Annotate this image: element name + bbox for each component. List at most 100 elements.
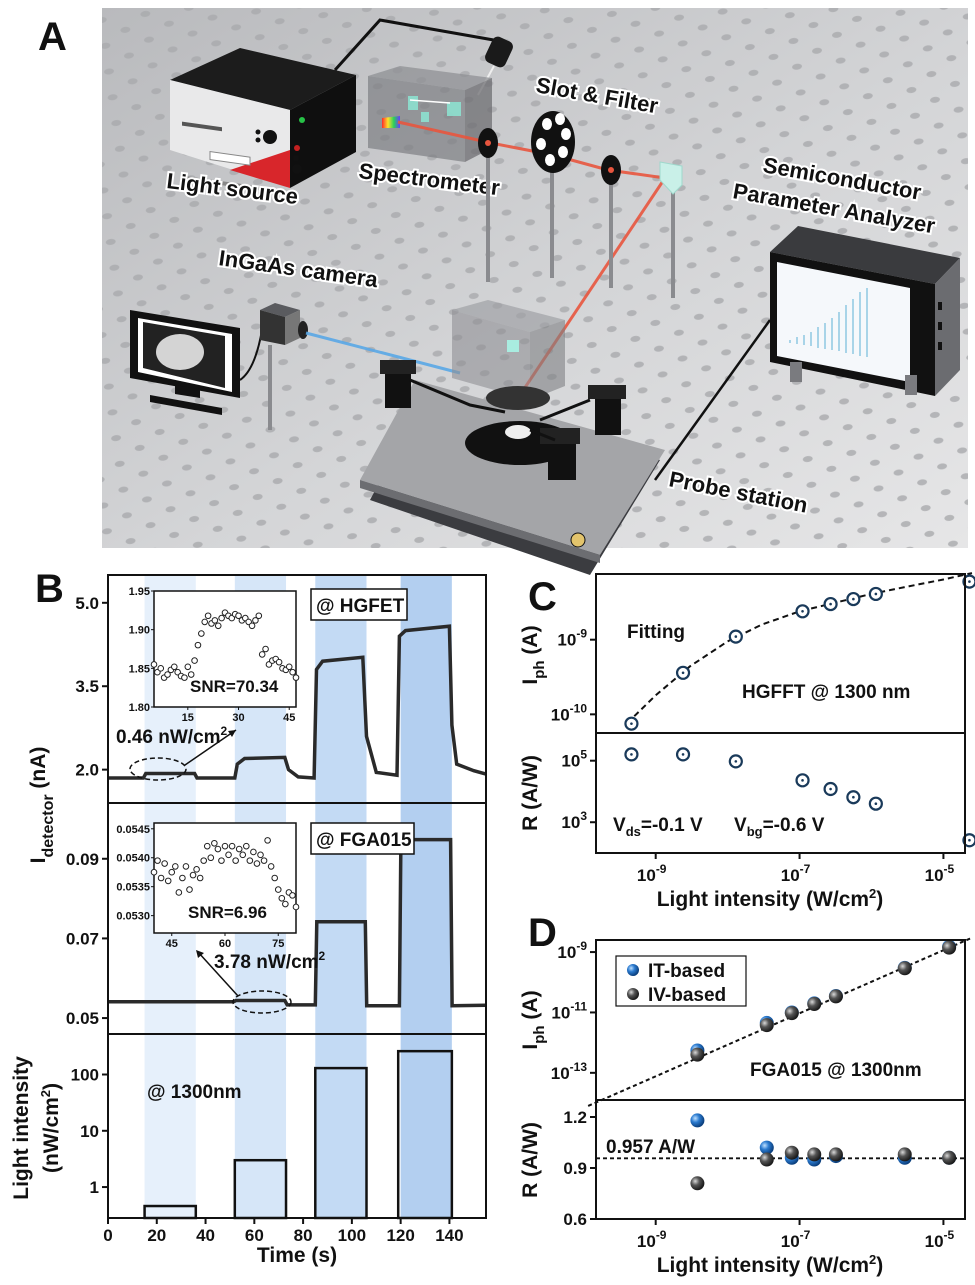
data-point-iv-based (897, 961, 912, 976)
probe-station-device (360, 300, 665, 575)
svg-text:@ HGFET: @ HGFET (316, 596, 405, 617)
inset-data-point (150, 661, 158, 668)
inset-data-point (275, 658, 283, 666)
d-xlabel: Light intensity (W/cm2) (657, 1252, 884, 1277)
b-mid-device-label: @ FGA015 (310, 822, 415, 855)
data-point-center (681, 671, 685, 675)
inset-data-point (193, 866, 200, 873)
legend-label-it-based: IT-based (648, 961, 725, 982)
b-bottom-ylabel-line2: (nW/cm2) (38, 1083, 63, 1173)
b-top-device-label: @ HGFET (310, 588, 408, 621)
inset-data-point (157, 665, 165, 672)
spectrometer-device (368, 66, 492, 162)
inset-data-point (282, 900, 289, 908)
b-top-annotation: 0.46 nW/cm2 (116, 724, 228, 748)
x-tick-label: 20 (147, 1226, 166, 1245)
legend-marker-it-based (627, 964, 639, 976)
y-tick-label: 10 (80, 1122, 99, 1141)
c-xlabel: Light intensity (W/cm2) (657, 886, 884, 911)
illumination-window (400, 575, 452, 1218)
y-tick-label: 10-9 (557, 627, 587, 650)
d-frame (595, 939, 966, 1220)
inset-data-point (271, 874, 279, 882)
inset-x-tick-label: 45 (283, 712, 295, 724)
inset-data-point (214, 622, 222, 630)
y-tick-label: 5.0 (75, 594, 99, 613)
inset-data-point (150, 868, 158, 876)
data-point-center (829, 787, 832, 791)
b-top-trace (108, 624, 487, 780)
y-tick-label: 10-11 (551, 999, 587, 1022)
inset-data-point (207, 854, 215, 862)
inset-data-point (181, 674, 188, 681)
c-top-ylabel: Iph (A) (519, 625, 548, 684)
inset-data-point (203, 842, 211, 850)
panel-letter-b: B (35, 567, 64, 611)
x-tick-label: 0 (103, 1226, 112, 1245)
x-tick-label: 40 (196, 1226, 215, 1245)
y-tick-label: 10-10 (551, 701, 588, 724)
inset-data-point (258, 651, 266, 658)
inset-data-point (252, 617, 259, 624)
c-vds-label: Vds=-0.1 V (613, 815, 703, 839)
inset-data-point (201, 618, 209, 626)
inset-y-tick-label: 1.95 (129, 586, 150, 598)
inset-data-point (157, 874, 165, 882)
inset-data-point (278, 894, 286, 902)
data-point-iv-based (807, 1147, 822, 1162)
x-tick-label: 10-7 (781, 862, 811, 885)
parameter-analyzer-device (770, 226, 960, 396)
inset-data-point (285, 663, 293, 671)
b-top-arrow (184, 729, 237, 766)
inset-data-point (225, 851, 232, 859)
b-bottom-ylabel-line1: Light intensity (10, 1056, 33, 1200)
collimator-icon (485, 36, 513, 68)
inset-data-point (239, 851, 247, 859)
x-tick-label: 10-9 (637, 1228, 667, 1251)
data-point-center (734, 760, 738, 763)
inset-data-point (232, 857, 239, 864)
d-device-label: FGA015 @ 1300nm (750, 1060, 922, 1081)
data-point-center (630, 753, 633, 756)
analyzer-cable (653, 319, 772, 481)
data-point-iv-based (690, 1176, 705, 1191)
y-tick-label: 3.5 (75, 677, 99, 696)
inset-data-point (264, 837, 271, 844)
b-mid-highlight-ellipse (232, 990, 292, 1014)
svg-text:@ FGA015: @ FGA015 (316, 830, 412, 851)
c-frame (595, 573, 966, 854)
inset-data-point (184, 663, 192, 671)
inset-x-tick-label: 45 (166, 938, 178, 950)
inset-data-point (218, 614, 225, 622)
inset-data-point (154, 857, 161, 864)
b-ylabel-idetector: Idetector (nA) (27, 747, 57, 864)
b-mid-snr-label: SNR=6.96 (188, 903, 267, 922)
x-tick-label: 100 (338, 1226, 366, 1245)
fiber-cable (333, 18, 506, 72)
inset-data-point (211, 617, 219, 624)
camera-lens-icon (298, 321, 308, 339)
inset-data-point (182, 863, 190, 870)
inset-data-point (218, 857, 225, 864)
data-point-center (852, 597, 855, 601)
data-point-center (829, 602, 832, 606)
inset-y-tick-label: 0.0535 (116, 882, 150, 894)
inset-data-point (204, 612, 212, 620)
knob-icon (263, 130, 277, 144)
inset-data-point (196, 874, 204, 882)
inset-data-point (164, 671, 171, 678)
inset-data-point (168, 868, 176, 876)
x-tick-label: 120 (386, 1226, 414, 1245)
aperture-1 (478, 128, 498, 282)
data-point-center (630, 722, 633, 725)
mirror-prism (659, 161, 683, 298)
panel-letter-a: A (38, 15, 67, 59)
b-mid-arrow (197, 951, 239, 997)
